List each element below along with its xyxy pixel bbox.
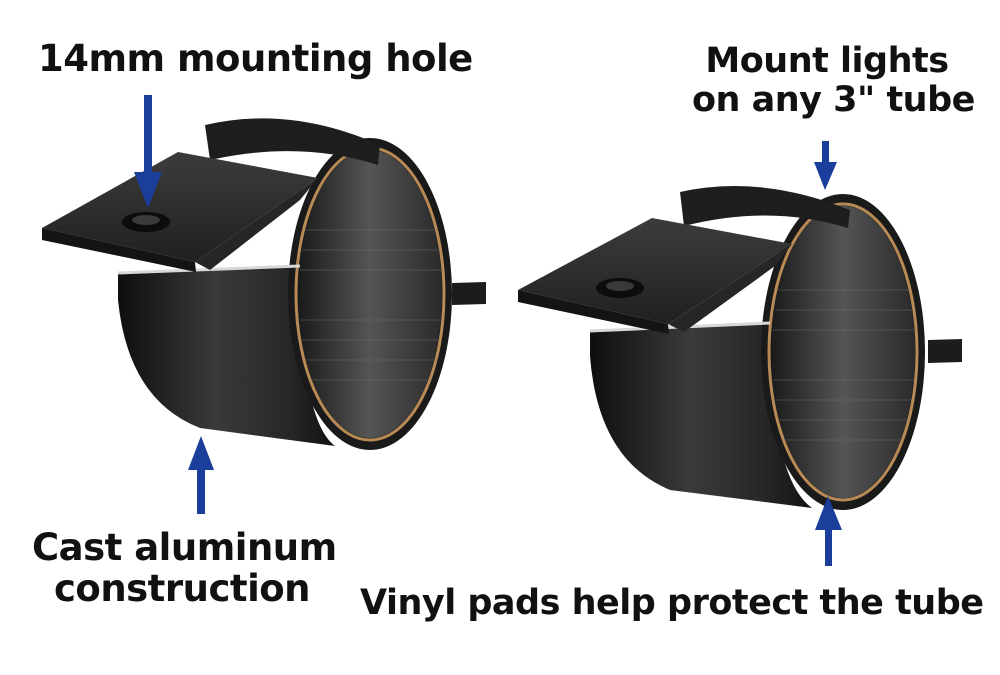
tube-mount-callout: Mount lights on any 3" tube [692,41,975,121]
left-clamp-ear [452,282,486,305]
arrows [134,95,842,566]
vinyl-pads-callout: Vinyl pads help protect the tube [360,583,984,623]
tube-mount-label-line2: on any 3" tube [692,80,975,121]
mounting-hole-arrow [134,95,162,208]
vinyl-pads-label: Vinyl pads help protect the tube [360,583,984,623]
mounting-hole-callout: 14mm mounting hole [38,37,473,80]
construction-arrow [188,436,214,514]
right-clamp-body [590,322,812,508]
left-clamp-tab [42,152,318,262]
vinyl-pads-arrow [815,496,842,566]
tube-mount-arrow [814,141,837,190]
right-clamp-ear [928,339,962,363]
right-clamp-vinyl-pad [767,202,919,502]
construction-callout: Cast aluminum construction [32,526,337,611]
left-clamp [42,118,486,450]
mounting-hole-label: 14mm mounting hole [38,37,473,80]
construction-label-line2: construction [53,567,311,611]
right-clamp-tab [518,218,792,324]
construction-label-line1: Cast aluminum [32,526,337,569]
right-clamp [518,186,962,510]
left-clamp-body [118,265,335,446]
tube-mount-label-line1: Mount lights [705,41,949,81]
